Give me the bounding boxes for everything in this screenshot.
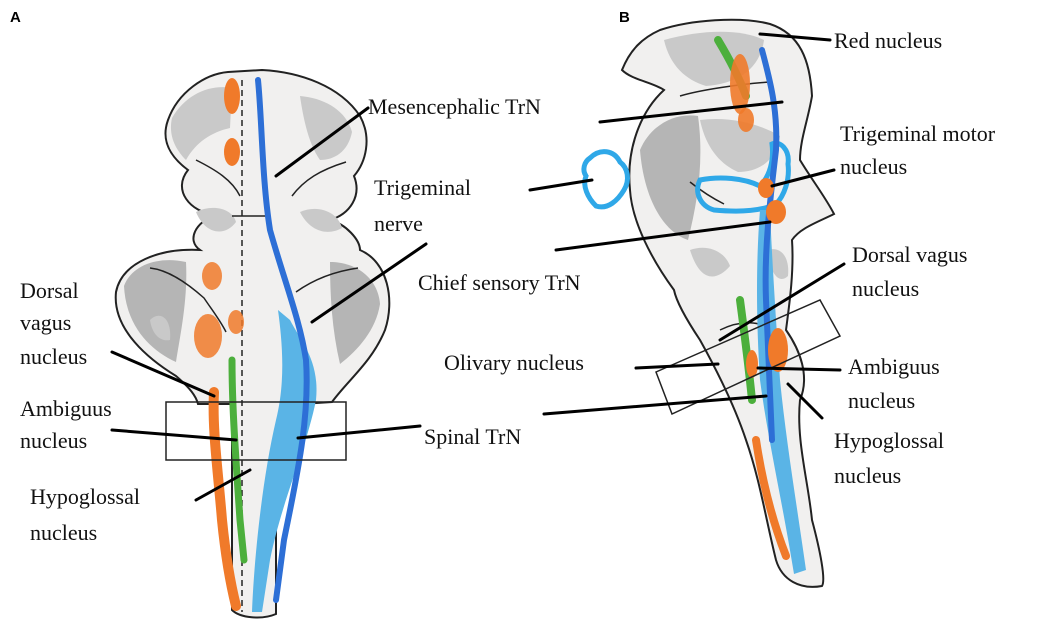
spinal-trn-a [252, 310, 317, 612]
dorsal-vagus-column-a [228, 356, 248, 564]
label-red-nucleus: Red nucleus [834, 28, 942, 53]
label-trigeminal-motor-line2: nucleus [840, 154, 907, 179]
label-hypoglossal-a-line1: Hypoglossal [30, 484, 140, 509]
dorsal-vagus-column-b [736, 296, 756, 404]
panel-b-letter: B [619, 9, 630, 26]
brainstem-dorsal-view [114, 68, 391, 619]
label-hypoglossal-b-line1: Hypoglossal [834, 428, 944, 453]
label-hypoglossal-a-line2: nucleus [30, 520, 97, 545]
label-mesencephalic-trn: Mesencephalic TrN [368, 94, 541, 119]
red-nucleus-a [224, 78, 240, 114]
label-dorsal-vagus-b-line1: Dorsal vagus [852, 242, 967, 267]
label-ambiguus-b-line1: Ambiguus [848, 354, 940, 379]
red-nucleus-b [730, 54, 750, 114]
label-dorsal-vagus-b-line2: nucleus [852, 276, 919, 301]
label-spinal-trn: Spinal TrN [424, 424, 521, 449]
panel-b: B [444, 9, 996, 588]
spinal-trn-b [757, 210, 806, 574]
trigeminal-nerve-b [581, 149, 630, 210]
panel-a-letter: A [10, 9, 21, 26]
brainstem-lateral-view [581, 18, 842, 588]
label-ambiguus-b-line2: nucleus [848, 388, 915, 413]
medulla-box-a [165, 401, 347, 461]
trigeminal-column-b [759, 47, 780, 443]
label-trigeminal-nerve-line1: Trigeminal [374, 175, 471, 200]
medulla-box-b [655, 299, 842, 416]
label-dorsal-vagus-a-line2: vagus [20, 310, 71, 335]
label-hypoglossal-b-line2: nucleus [834, 463, 901, 488]
label-trigeminal-nerve-line2: nerve [374, 211, 423, 236]
trigeminal-motor-nucleus-b [758, 178, 774, 198]
label-dorsal-vagus-a-line3: nucleus [20, 344, 87, 369]
panel-a: A [10, 9, 581, 619]
label-trigeminal-motor-line1: Trigeminal motor [840, 121, 996, 146]
trigeminal-column-a [255, 77, 310, 603]
label-olivary-nucleus: Olivary nucleus [444, 350, 584, 375]
label-dorsal-vagus-a-line1: Dorsal [20, 278, 79, 303]
label-chief-sensory-trn: Chief sensory TrN [418, 270, 581, 295]
label-ambiguus-a-line1: Ambiguus [20, 396, 112, 421]
label-ambiguus-a-line2: nucleus [20, 428, 87, 453]
